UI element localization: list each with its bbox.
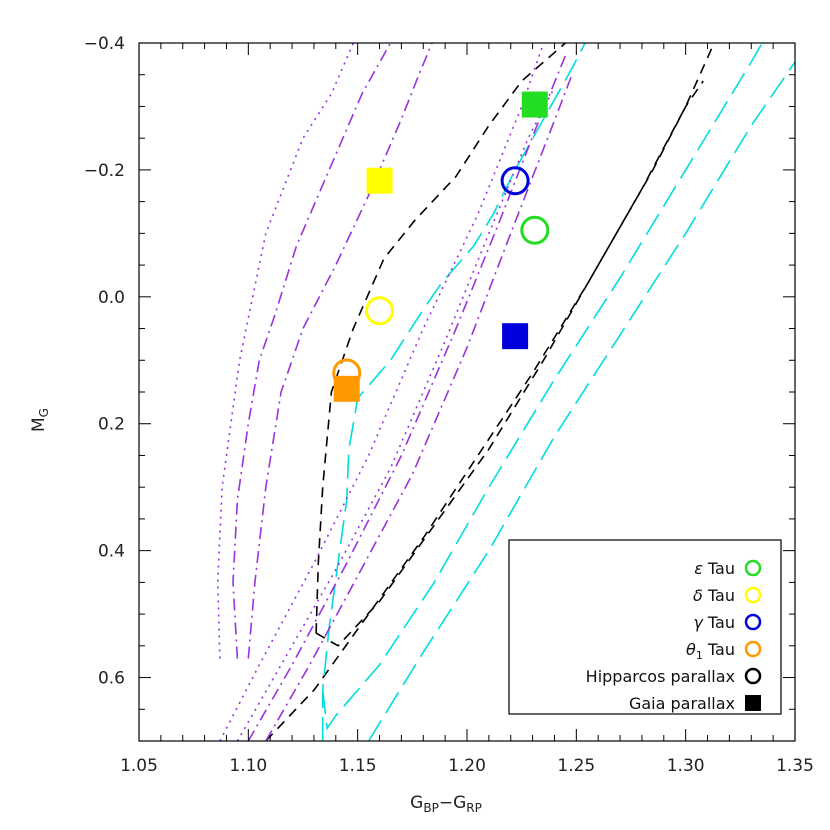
model-curve: [315, 43, 566, 634]
legend-label: γ Tau: [693, 613, 735, 632]
gaia-parallax-marker: [366, 167, 393, 194]
legend-square-marker: [745, 695, 761, 711]
model-curves: [216, 43, 795, 741]
y-tick-label: −0.4: [84, 34, 125, 54]
model-curve: [216, 43, 355, 659]
model-curve: [321, 43, 763, 731]
axis-ticks: [138, 42, 796, 742]
legend-label: Hipparcos parallax: [586, 667, 735, 686]
legend-circle-marker: [744, 640, 762, 658]
legend-circle-marker: [744, 613, 762, 631]
y-tick-label: 0.2: [98, 415, 125, 435]
y-tick-label: −0.2: [84, 161, 125, 181]
x-tick-label: 1.05: [120, 756, 158, 776]
hipparcos-parallax-marker: [365, 296, 395, 326]
x-tick-label: 1.30: [667, 756, 705, 776]
x-tick-label: 1.35: [776, 756, 814, 776]
legend-box: [508, 539, 782, 715]
gaia-parallax-marker: [521, 91, 548, 118]
y-tick-label: 0.0: [98, 288, 125, 308]
model-curve: [219, 43, 545, 741]
model-curve: [321, 43, 586, 741]
legend-label: θ1 Tau: [686, 640, 735, 662]
hipparcos-parallax-marker: [500, 166, 530, 196]
legend-circle-marker: [744, 667, 762, 685]
model-curve: [367, 61, 795, 741]
x-tick-label: 1.10: [229, 756, 267, 776]
data-points: [332, 91, 550, 402]
legend-circle-marker: [744, 559, 762, 577]
hipparcos-parallax-marker: [332, 358, 362, 388]
gaia-parallax-marker: [502, 323, 529, 350]
model-curve: [265, 43, 715, 741]
x-tick-label: 1.20: [448, 756, 486, 776]
y-tick-label: 0.6: [98, 669, 125, 689]
legend-label: δ Tau: [693, 586, 735, 605]
axis-tick-labels: 1.05 1.10 1.15 1.20 1.25 1.30 1.35 −0.4 −0.2 0.0 0…: [84, 34, 814, 776]
legend-label: Gaia parallax: [629, 694, 735, 713]
gaia-parallax-marker: [333, 375, 360, 402]
model-curve: [265, 74, 573, 741]
y-axis-title: MG: [29, 408, 51, 432]
model-curve: [247, 43, 433, 659]
model-curve: [236, 87, 556, 741]
legend-circle-marker: [744, 586, 762, 604]
model-curve: [247, 55, 567, 741]
y-tick-label: 0.4: [98, 542, 125, 562]
model-curve: [315, 80, 704, 647]
x-tick-label: 1.15: [339, 756, 377, 776]
x-tick-label: 1.25: [557, 756, 595, 776]
hipparcos-parallax-marker: [520, 215, 550, 245]
x-axis-title: GBP−GRP: [410, 793, 482, 815]
legend-label: ε Tau: [694, 559, 735, 578]
model-curve: [232, 43, 392, 659]
